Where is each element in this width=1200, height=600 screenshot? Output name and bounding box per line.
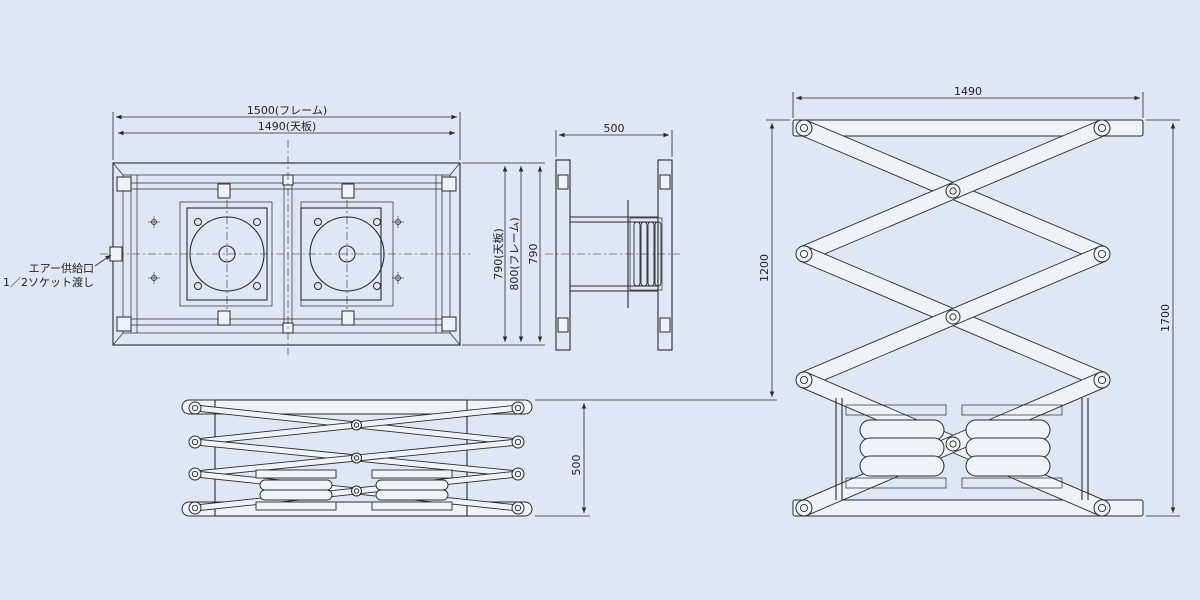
air-supply-socket-label: 1／2ソケット渡し (3, 275, 94, 289)
dim-stroke: 1200 (758, 254, 771, 282)
dim-raised-width: 1490 (954, 85, 982, 98)
raised-view: 1490 1200 1700 (758, 85, 1180, 517)
dim-lowered-height: 500 (570, 455, 583, 476)
air-supply-label: エアー供給口 (29, 261, 94, 275)
side-view: 500 (545, 122, 680, 351)
dim-overall-depth: 790 (527, 244, 540, 265)
dim-side-width: 500 (604, 122, 625, 135)
top-view: 1500(フレーム) 1490(天板) 790(天板) 800(フレーム) 79… (3, 104, 545, 355)
dim-plate-width: 1490(天板) (258, 119, 317, 133)
dim-raised-height: 1700 (1159, 304, 1172, 332)
dim-plate-depth: 790(天板) (491, 228, 505, 280)
dim-frame-depth: 800(フレーム) (508, 217, 521, 290)
dim-frame-width: 1500(フレーム) (247, 104, 327, 117)
lowered-view: 500 (181, 399, 777, 517)
